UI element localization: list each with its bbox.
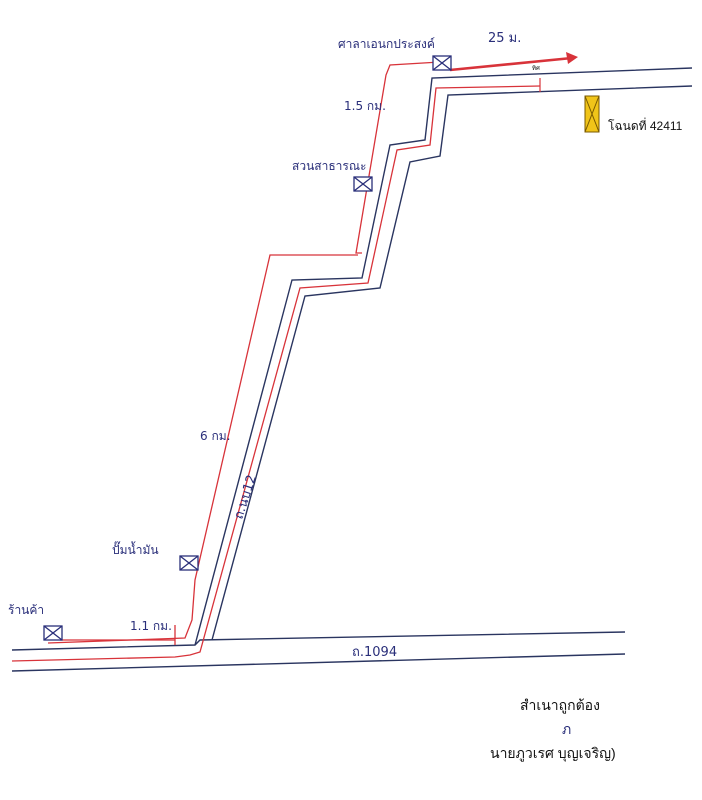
plot-corner-mark: ทิศ xyxy=(532,65,540,72)
bottom-road-bottom-edge xyxy=(11,653,626,672)
route-line-outer xyxy=(47,254,358,644)
distance-upper: 1.5 กม. xyxy=(344,99,386,113)
certification-block: สำเนาถูกต้อง ภ นายภูวเรศ บุญเจริญ) xyxy=(490,697,616,762)
road-label-diagonal: ถ.นบ12 xyxy=(232,473,260,521)
route-line-upper-left xyxy=(355,61,441,254)
land-plot-icon xyxy=(584,95,600,133)
distance-top: 25 ม. xyxy=(488,31,521,46)
landmark-label-4: ร้านค้า xyxy=(8,603,44,617)
landmark-box-icon-3 xyxy=(179,555,199,571)
road-label-bottom: ถ.1094 xyxy=(352,645,397,660)
road-network xyxy=(11,67,693,672)
bottom-road-top-edge xyxy=(11,631,626,651)
landmark-box-icon xyxy=(43,55,452,641)
main-road-right-edge xyxy=(211,85,693,641)
landmark-box-icon-2 xyxy=(353,176,373,192)
plot-label: โฉนดที่ 42411 xyxy=(608,117,683,133)
travel-route xyxy=(11,61,541,662)
certification-signature: ภ xyxy=(562,722,571,738)
direction-arrow xyxy=(449,52,578,72)
distance-lower: 1.1 กม. xyxy=(130,619,172,633)
distance-middle: 6 กม. xyxy=(200,429,230,443)
landmark-label-1: ศาลาเอนกประสงค์ xyxy=(338,37,435,51)
route-line-main xyxy=(11,85,541,662)
landmark-box-icon-4 xyxy=(43,625,63,641)
landmark-label-2: สวนสาธารณะ xyxy=(292,159,366,173)
main-road-left-edge xyxy=(194,67,693,646)
certification-name: นายภูวเรศ บุญเจริญ) xyxy=(490,745,616,762)
certification-title: สำเนาถูกต้อง xyxy=(520,697,600,714)
landmark-label-3: ปั๊มน้ำมัน xyxy=(112,541,159,557)
landmark-box-icon-1 xyxy=(432,55,452,71)
